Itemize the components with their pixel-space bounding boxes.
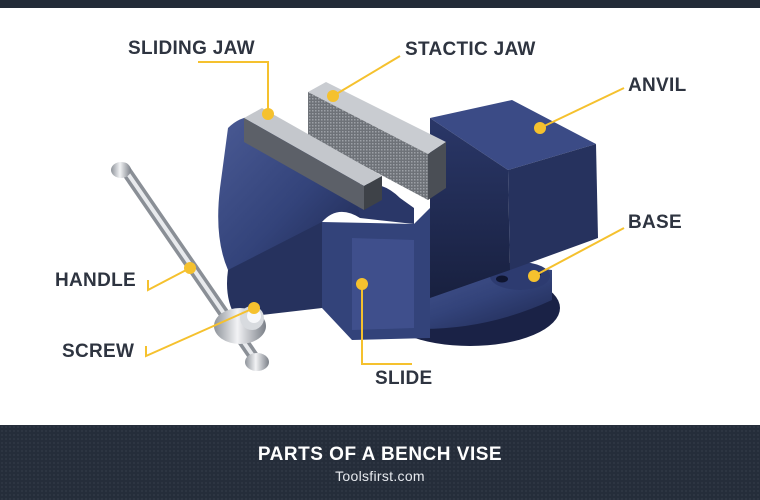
label-sliding-jaw: SLIDING JAW <box>128 38 255 59</box>
dot-static-jaw <box>327 90 339 102</box>
label-anvil: ANVIL <box>628 75 687 96</box>
leader-handle <box>147 267 191 292</box>
bench-vise-illustration <box>111 55 625 371</box>
dot-handle <box>184 262 196 274</box>
leader-slide <box>361 284 412 365</box>
leader-anvil <box>539 87 625 129</box>
top-bar <box>0 0 760 8</box>
diagram-area: SLIDING JAW STACTIC JAW ANVIL BASE HANDL… <box>0 8 760 425</box>
label-slide: SLIDE <box>375 368 433 389</box>
label-static-jaw: STACTIC JAW <box>405 39 536 60</box>
dot-screw <box>248 302 260 314</box>
label-handle: HANDLE <box>55 270 136 291</box>
leader-static-jaw <box>332 55 401 97</box>
leader-lines <box>145 55 625 365</box>
leader-sliding-jaw <box>198 61 269 114</box>
label-screw: SCREW <box>62 341 135 362</box>
static-jaw-plate <box>308 82 446 200</box>
leader-dots <box>184 90 546 314</box>
leader-base <box>533 227 625 277</box>
footer-title: PARTS OF A BENCH VISE <box>257 444 503 465</box>
leader-screw <box>145 307 255 358</box>
footer-banner: PARTS OF A BENCH VISE Toolsfirst.com <box>0 425 760 500</box>
dot-slide <box>356 278 368 290</box>
dot-sliding-jaw <box>262 108 274 120</box>
vise-anvil-body <box>430 100 598 298</box>
dot-anvil <box>534 122 546 134</box>
dot-base <box>528 270 540 282</box>
label-base: BASE <box>628 212 682 233</box>
footer-subtitle: Toolsfirst.com <box>335 468 425 484</box>
sliding-jaw-plate <box>244 108 382 210</box>
